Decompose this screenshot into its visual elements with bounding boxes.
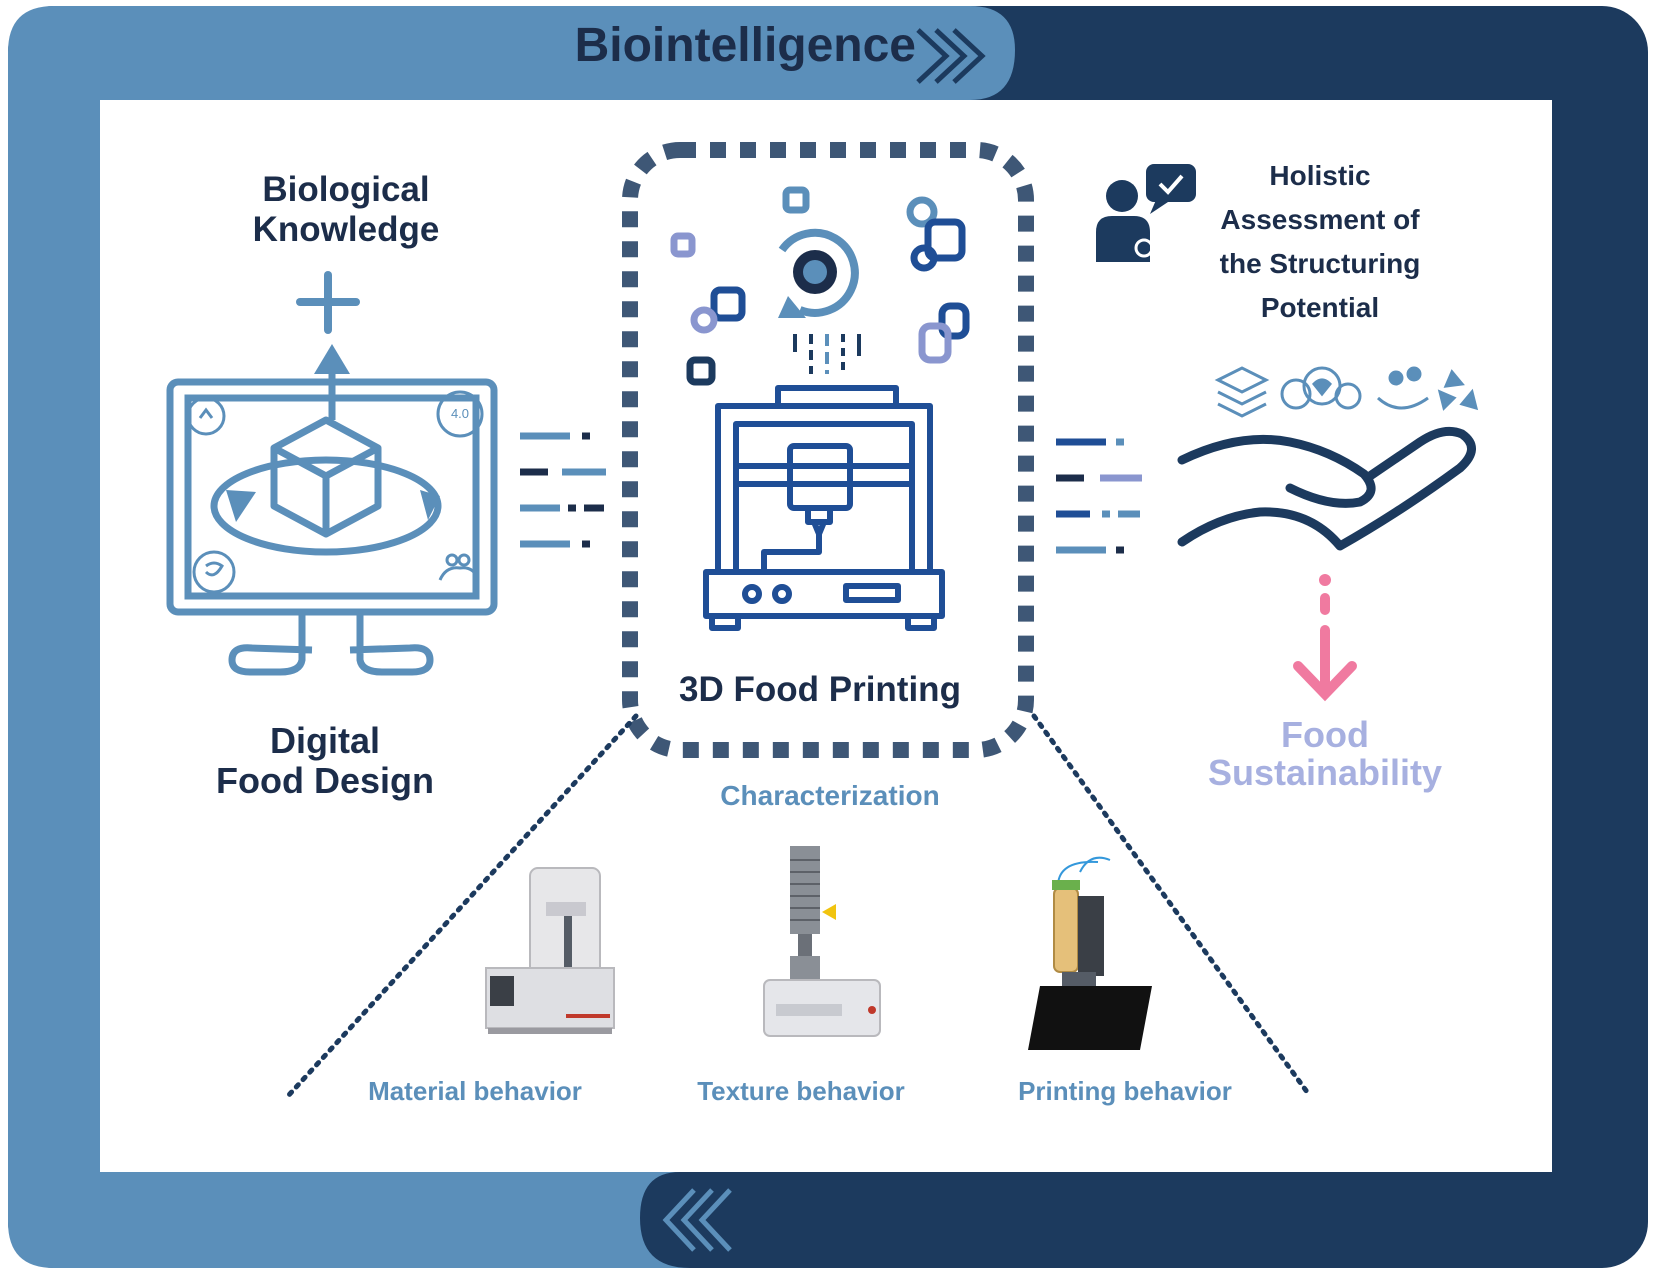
cube-icon [210,416,442,556]
orbit-arrowheads [226,490,440,522]
monitor-icon [166,378,498,676]
texture-analyzer-instrument-icon [763,846,881,1037]
monitor-corner-icons [186,390,484,594]
person-chat-icon [1096,164,1196,262]
rheometer-instrument-icon [485,867,615,1034]
instrument-label-printing: Printing behavior [1018,1076,1232,1106]
arrow-down-icon [1293,574,1357,702]
characterization-dotted-lines [285,713,1313,1099]
instrument-label-material: Material behavior [368,1076,582,1106]
holistic-title-line1: Holistic [1269,160,1371,191]
3d-printer-icon [703,385,945,631]
characterization-label: Characterization [720,780,940,811]
right-connector-lines [1056,438,1142,554]
holistic-title-line3: the Structuring [1219,248,1421,279]
extrusion-lines [793,334,861,374]
gear-cycle-icon [778,228,859,318]
holistic-title-line4: Potential [1260,292,1380,323]
instrument-label-texture: Texture behavior [697,1076,905,1106]
digital-food-design-line2: Food Design [216,760,434,801]
open-hand-icon [1177,426,1476,551]
left-connector-lines [520,432,606,548]
chevrons-left-icon [662,1188,732,1252]
food-sustainability-line1: Food [1281,714,1369,755]
monitor-badge-text: 4.0 [450,406,470,421]
ingredient-chain-icons [670,186,970,386]
header-title: Biointelligence [574,19,916,72]
biological-knowledge-line2: Knowledge [252,210,440,249]
center-title: 3D Food Printing [679,670,961,709]
holistic-title-line2: Assessment of [1220,204,1420,235]
digital-food-design-line1: Digital [269,720,380,761]
plus-icon [296,271,360,334]
printing-head-instrument-icon [1028,856,1152,1050]
biological-knowledge-line1: Biological [262,170,430,209]
food-sustainability-line2: Sustainability [1207,752,1443,793]
sustainability-icons [1214,366,1479,418]
chevrons-right-icon [916,28,986,84]
